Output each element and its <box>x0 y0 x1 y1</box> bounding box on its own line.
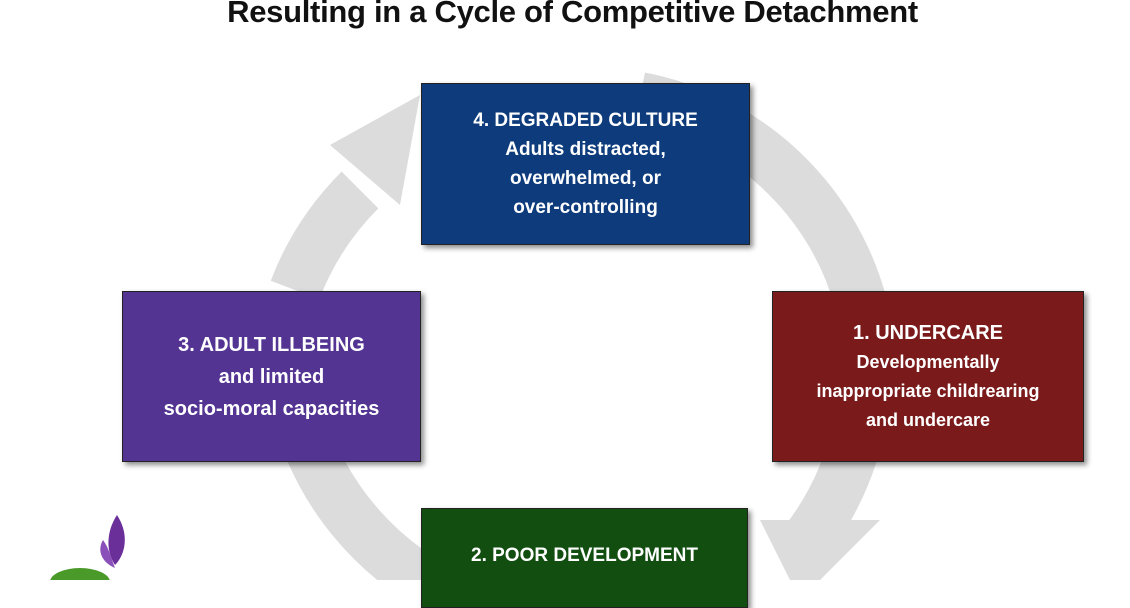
stage-heading: 2. POOR DEVELOPMENT <box>471 545 698 566</box>
stage-undercare: 1. UNDERCARE Developmentally inappropria… <box>772 291 1084 462</box>
stage-line: and undercare <box>865 409 991 430</box>
stage-line: Adults distracted, <box>505 139 666 160</box>
stage-line: overwhelmed, or <box>510 168 661 189</box>
stage-heading: 3. ADULT ILLBEING <box>178 333 365 356</box>
stage-line: inappropriate childrearing <box>816 380 1040 401</box>
stage-adult-illbeing: 3. ADULT ILLBEING and limited socio-mora… <box>122 291 421 462</box>
stage-line: Developmentally <box>856 351 1000 372</box>
arrowhead-top-left <box>330 95 420 205</box>
stage-heading: 1. UNDERCARE <box>852 321 1004 344</box>
arrowhead-bottom-right <box>760 520 880 580</box>
stage-line: over-controlling <box>513 197 658 218</box>
stage-line: socio-moral capacities <box>163 397 380 420</box>
stage-line: and limited <box>218 365 325 388</box>
stage-degraded-culture: 4. DEGRADED CULTURE Adults distracted, o… <box>421 83 750 245</box>
stage-poor-development: 2. POOR DEVELOPMENT <box>421 508 748 608</box>
arrow-arc-top-left <box>270 171 379 300</box>
butterfly-logo <box>50 515 125 580</box>
stage-heading: 4. DEGRADED CULTURE <box>473 110 698 131</box>
diagram-title: Resulting in a Cycle of Competitive Deta… <box>227 0 918 29</box>
